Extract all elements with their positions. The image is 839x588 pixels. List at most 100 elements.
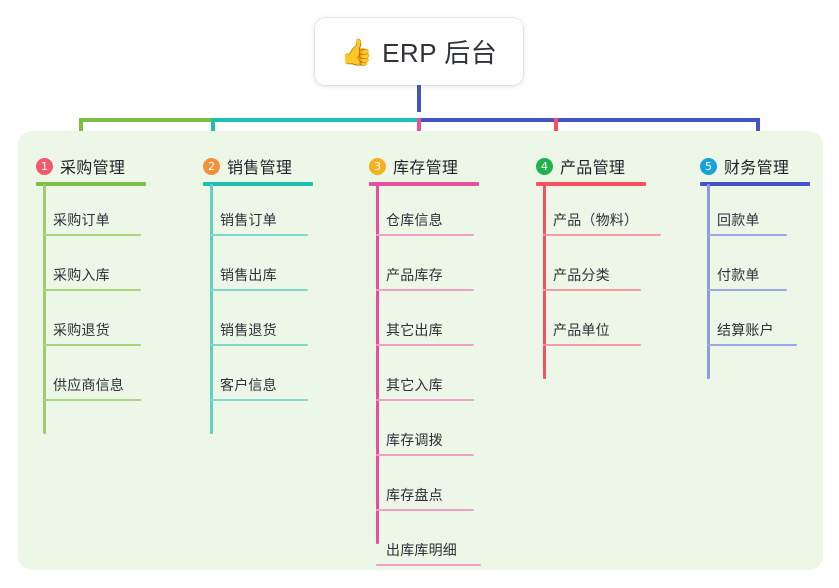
branch-rule-1: [36, 182, 146, 186]
leaf-label: 库存调拨: [386, 432, 443, 448]
leaf-label: 其它入库: [386, 377, 443, 393]
trunk-segment-green: [79, 118, 213, 122]
branch-rule-3: [369, 182, 479, 186]
leaf-label: 客户信息: [220, 377, 277, 393]
leaf-rule: [543, 289, 641, 291]
leaf-rule: [210, 289, 308, 291]
leaf-node[interactable]: 供应商信息: [43, 353, 141, 401]
leaf-rule: [43, 234, 141, 236]
leaf-node[interactable]: 采购退货: [43, 298, 141, 346]
branch-rule-2: [203, 182, 313, 186]
leaf-label: 产品分类: [553, 267, 610, 283]
leaf-node[interactable]: 付款单: [707, 243, 787, 291]
leaf-node[interactable]: 其它出库: [376, 298, 474, 346]
leaf-node[interactable]: 库存盘点: [376, 463, 474, 511]
branch-badge-3: 3: [369, 157, 386, 175]
leaf-node[interactable]: 回款单: [707, 188, 787, 236]
leaf-rule: [376, 564, 481, 566]
leaf-rule: [43, 344, 141, 346]
branch-badge-4: 4: [536, 157, 553, 175]
trunk-drop-5: [756, 118, 760, 143]
root-node-content: 👍 ERP 后台: [341, 33, 498, 70]
leaf-node[interactable]: 客户信息: [210, 353, 308, 401]
trunk-drop-1: [79, 118, 83, 143]
leaf-label: 产品库存: [386, 267, 443, 283]
leaf-node[interactable]: 销售订单: [210, 188, 308, 236]
leaf-rule: [707, 344, 797, 346]
leaf-node[interactable]: 仓库信息: [376, 188, 474, 236]
leaf-rule: [376, 344, 474, 346]
leaf-node[interactable]: 销售退货: [210, 298, 308, 346]
leaf-rule: [210, 399, 308, 401]
branch-title-1: 采购管理: [60, 160, 126, 177]
leaf-label: 采购入库: [53, 267, 110, 283]
leaf-node[interactable]: 出库库明细: [376, 518, 481, 566]
trunk-drop-3: [417, 118, 421, 143]
leaf-label: 库存盘点: [386, 487, 443, 503]
leaf-label: 销售退货: [220, 322, 277, 338]
leaf-rule: [543, 344, 641, 346]
leaf-rule: [43, 289, 141, 291]
leaf-label: 出库库明细: [386, 542, 457, 558]
branch-title-3: 库存管理: [393, 160, 459, 177]
branch-spine-4: [543, 184, 546, 379]
leaf-node[interactable]: 销售出库: [210, 243, 308, 291]
trunk-segment-indigo: [417, 118, 760, 122]
branch-title-2: 销售管理: [227, 160, 293, 177]
leaf-rule: [543, 234, 661, 236]
root-title: ERP 后台: [382, 38, 498, 68]
branch-spine-2: [210, 184, 213, 434]
trunk-drop-4: [554, 118, 558, 143]
branch-badge-2: 2: [203, 157, 220, 175]
branch-title-5: 财务管理: [724, 160, 790, 177]
leaf-rule: [376, 234, 474, 236]
thumbs-up-icon: 👍: [340, 36, 374, 67]
branch-title-4: 产品管理: [560, 160, 626, 177]
leaf-node[interactable]: 产品库存: [376, 243, 474, 291]
branch-header-1[interactable]: 1 采购管理: [36, 154, 125, 178]
branch-badge-1: 1: [36, 157, 53, 175]
leaf-label: 结算账户: [717, 322, 774, 338]
branch-badge-5: 5: [700, 157, 717, 175]
leaf-rule: [210, 344, 308, 346]
branch-spine-5: [707, 184, 710, 379]
diagram-panel: [18, 131, 823, 570]
leaf-label: 采购订单: [53, 212, 110, 228]
leaf-label: 产品单位: [553, 322, 610, 338]
leaf-label: 销售出库: [220, 267, 277, 283]
leaf-label: 产品（物料）: [553, 212, 639, 228]
trunk-segment-teal: [211, 118, 419, 122]
root-node[interactable]: 👍 ERP 后台: [315, 18, 523, 85]
leaf-rule: [376, 509, 474, 511]
leaf-rule: [707, 234, 787, 236]
branch-spine-1: [43, 184, 46, 434]
leaf-rule: [376, 454, 474, 456]
leaf-node[interactable]: 库存调拨: [376, 408, 474, 456]
leaf-label: 供应商信息: [53, 377, 124, 393]
root-connector-vertical: [417, 85, 421, 112]
trunk-drop-2: [211, 118, 215, 143]
branch-header-3[interactable]: 3 库存管理: [369, 154, 458, 178]
leaf-node[interactable]: 其它入库: [376, 353, 474, 401]
leaf-label: 回款单: [717, 212, 760, 228]
leaf-node[interactable]: 采购入库: [43, 243, 141, 291]
branch-header-4[interactable]: 4 产品管理: [536, 154, 625, 178]
branch-rule-4: [536, 182, 646, 186]
branch-header-5[interactable]: 5 财务管理: [700, 154, 789, 178]
leaf-label: 销售订单: [220, 212, 277, 228]
leaf-rule: [707, 289, 787, 291]
leaf-label: 仓库信息: [386, 212, 443, 228]
leaf-node[interactable]: 结算账户: [707, 298, 797, 346]
leaf-node[interactable]: 采购订单: [43, 188, 141, 236]
branch-spine-3: [376, 184, 379, 544]
leaf-node[interactable]: 产品单位: [543, 298, 641, 346]
leaf-label: 其它出库: [386, 322, 443, 338]
leaf-node[interactable]: 产品（物料）: [543, 188, 661, 236]
branch-rule-5: [700, 182, 810, 186]
branch-header-2[interactable]: 2 销售管理: [203, 154, 292, 178]
leaf-rule: [43, 399, 141, 401]
leaf-rule: [376, 289, 474, 291]
leaf-label: 付款单: [717, 267, 760, 283]
leaf-node[interactable]: 产品分类: [543, 243, 641, 291]
